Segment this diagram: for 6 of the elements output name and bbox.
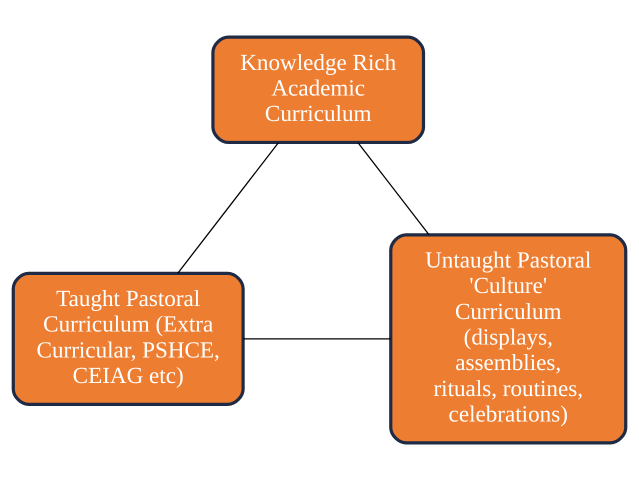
connector — [358, 142, 430, 235]
node-box: Untaught Pastoral 'Culture' Curriculum (displays, assemblies, rituals, routines, celebrations) — [389, 232, 628, 444]
connector — [177, 142, 279, 274]
node-box: Knowledge Rich Academic Curriculum — [211, 35, 426, 144]
connector — [243, 338, 391, 339]
node-box: Taught Pastoral Curriculum (Extra Curricular, PSHCE, CEIAG etc) — [12, 271, 245, 406]
